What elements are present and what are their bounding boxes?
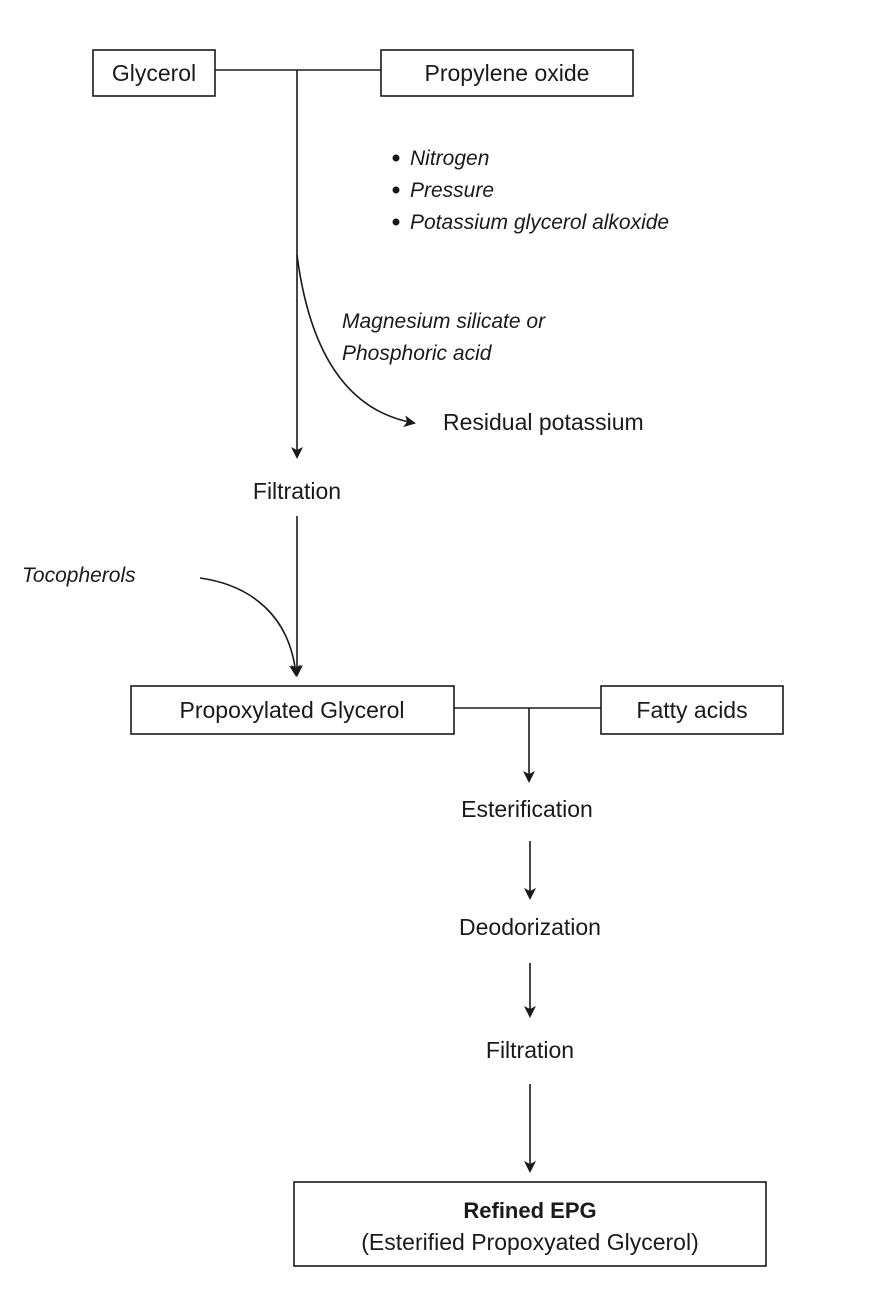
- condition-nitrogen: Nitrogen: [410, 147, 489, 170]
- fatty-acids-node: Fatty acids: [600, 685, 784, 735]
- propylene-oxide-label: Propylene oxide: [425, 60, 590, 86]
- refined-epg-title: Refined EPG: [463, 1198, 596, 1223]
- glycerol-label: Glycerol: [112, 60, 196, 86]
- propoxylated-glycerol-label: Propoxylated Glycerol: [180, 697, 405, 723]
- propylene-oxide-node: Propylene oxide: [380, 49, 634, 97]
- refined-epg-subtitle: (Esterified Propoxyated Glycerol): [361, 1229, 698, 1255]
- condition-bullet: [392, 154, 400, 162]
- esterification-step: Esterification: [461, 796, 593, 822]
- condition-catalyst: Potassium glycerol alkoxide: [410, 211, 669, 234]
- residual-potassium-curve-arrow: [296, 254, 416, 428]
- propoxylated-glycerol-node: Propoxylated Glycerol: [130, 685, 455, 735]
- filtration-step-2: Filtration: [486, 1037, 574, 1063]
- condition-bullet: [392, 186, 400, 194]
- glycerol-node: Glycerol: [92, 49, 216, 97]
- deodorization-step: Deodorization: [459, 914, 601, 940]
- tocopherols-label: Tocopherols: [22, 564, 136, 587]
- condition-pressure: Pressure: [410, 179, 494, 202]
- residual-potassium-label: Residual potassium: [443, 409, 644, 435]
- tocopherols-curve-arrow: [199, 577, 301, 677]
- magnesium-silicate-label: Magnesium silicate or: [342, 310, 546, 333]
- condition-bullet: [392, 218, 400, 226]
- reaction-conditions-list: Nitrogen Pressure Potassium glycerol alk…: [392, 147, 669, 234]
- filtration-step-1: Filtration: [253, 478, 341, 504]
- phosphoric-acid-label: Phosphoric acid: [342, 342, 493, 365]
- fatty-acids-label: Fatty acids: [636, 697, 747, 723]
- refined-epg-node: Refined EPG (Esterified Propoxyated Glyc…: [293, 1181, 767, 1267]
